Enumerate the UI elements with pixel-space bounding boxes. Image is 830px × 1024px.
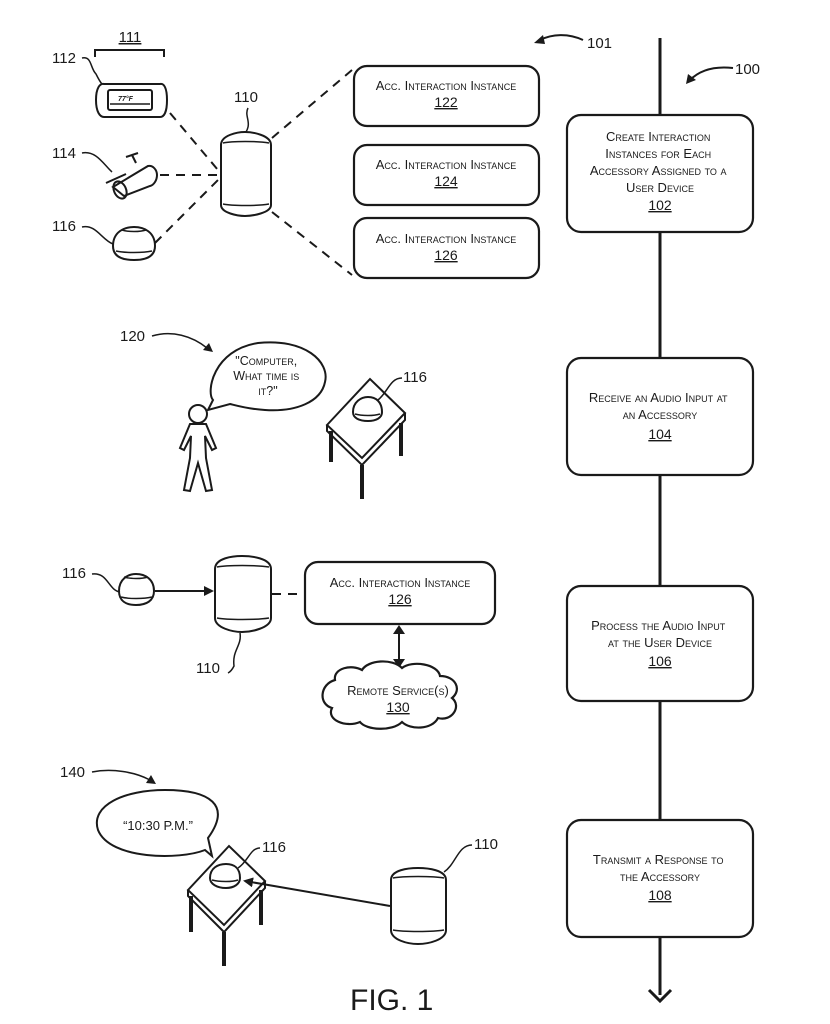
svg-text:126: 126 [434,247,458,263]
svg-text:Process the Audio Input: Process the Audio Input at the User Devi… [591,618,729,650]
svg-text:Create Interaction Insta: Create Interaction Instances for Each Ac… [590,129,730,195]
step-102[interactable]: Create Interaction Instances for Each Ac… [565,113,755,234]
step-104[interactable]: Receive an Audio Input at an Accessory 1… [565,356,755,477]
svg-text:116: 116 [52,218,76,235]
speaker-accessory-icon-b [351,395,384,423]
label-116-c: 116 [62,565,121,593]
svg-text:102: 102 [648,197,672,213]
svg-text:114: 114 [52,145,76,162]
response-arrow [243,877,391,907]
label-112: 112 [52,50,103,85]
answer-speech-bubble: “10:30 P.M.” [95,788,219,859]
flow-end-arrow-icon [647,988,673,1004]
step-106[interactable]: Process the Audio Input at the User Devi… [565,584,755,703]
thermostat-icon: 77°F [94,82,169,118]
svg-text:108: 108 [648,887,672,903]
user-device-icon-c [390,866,447,946]
svg-text:111: 111 [119,29,142,46]
system-label-101: 101 [534,34,612,52]
table-icon-b [186,844,267,966]
svg-text:130: 130 [386,699,410,715]
user-device-icon [220,130,272,218]
svg-text:110: 110 [234,89,258,106]
svg-text:124: 124 [434,173,458,189]
person-icon [178,404,218,493]
label-110-c: 110 [443,836,498,873]
table-icon-a [325,377,407,499]
svg-text:116: 116 [262,839,286,856]
process-instance-box[interactable]: Acc. Interaction Instance 126 [303,560,497,626]
instance-links [271,69,353,276]
svg-text:Receive an Audio Input at: Receive an Audio Input at an Accessory [589,390,731,422]
svg-text:122: 122 [434,94,458,110]
accessory-group-bracket: 111 [94,29,165,57]
label-120: 120 [120,328,213,352]
step-108[interactable]: Transmit a Response to the Accessory 108 [565,818,755,939]
svg-text:116: 116 [403,369,427,386]
svg-text:110: 110 [196,660,220,677]
svg-text:120: 120 [120,328,145,345]
question-speech-bubble: "Computer, What time is it?" [206,341,327,412]
speaker-accessory-icon-d [208,862,242,890]
svg-text:140: 140 [60,764,85,781]
remote-service-cloud[interactable]: Remote Service(s) 130 [321,660,458,730]
svg-text:101: 101 [587,35,612,52]
svg-text:112: 112 [52,50,76,67]
flow-label-100: 100 [686,61,760,84]
svg-text:126: 126 [388,591,412,607]
svg-text:Remote Service(s): Remote Service(s) [347,683,449,698]
instance-box-124[interactable]: Acc. Interaction Instance 124 [352,143,541,207]
svg-text:Acc. Interaction Instance: Acc. Interaction Instance [376,157,517,172]
figure-caption: FIG. 1 [350,984,433,1017]
speaker-accessory-icon [111,225,157,262]
label-116-d: 116 [237,839,286,869]
label-114: 114 [52,145,113,173]
svg-text:Acc. Interaction Instance: Acc. Interaction Instance [376,78,517,93]
svg-text:104: 104 [648,426,672,442]
camera-icon [105,152,159,200]
bidirectional-arrow [393,625,405,668]
instance-box-126[interactable]: Acc. Interaction Instance 126 [352,216,541,280]
speaker-accessory-icon-c [117,572,156,607]
svg-text:106: 106 [648,653,672,669]
label-140: 140 [60,764,156,784]
svg-text:116: 116 [62,565,86,582]
label-116-a: 116 [52,218,114,245]
label-110-a: 110 [234,89,258,133]
svg-text:Transmit a Response to t: Transmit a Response to the Accessory [593,852,727,884]
svg-text:Acc. Interaction Instance: Acc. Interaction Instance [330,575,471,590]
svg-text:Acc. Interaction Instance: Acc. Interaction Instance [376,231,517,246]
svg-text:77°F: 77°F [118,95,134,103]
instance-box-122[interactable]: Acc. Interaction Instance 122 [352,64,541,128]
svg-text:“10:30 P.M.”: “10:30 P.M.” [123,818,193,833]
user-device-icon-b [214,554,272,634]
accessory-links [154,112,219,244]
svg-text:"Computer, What time is: "Computer, What time is it?" [233,354,303,398]
label-110-b: 110 [196,632,241,677]
svg-text:100: 100 [735,61,760,78]
svg-text:110: 110 [474,836,498,853]
label-116-b: 116 [377,369,427,401]
